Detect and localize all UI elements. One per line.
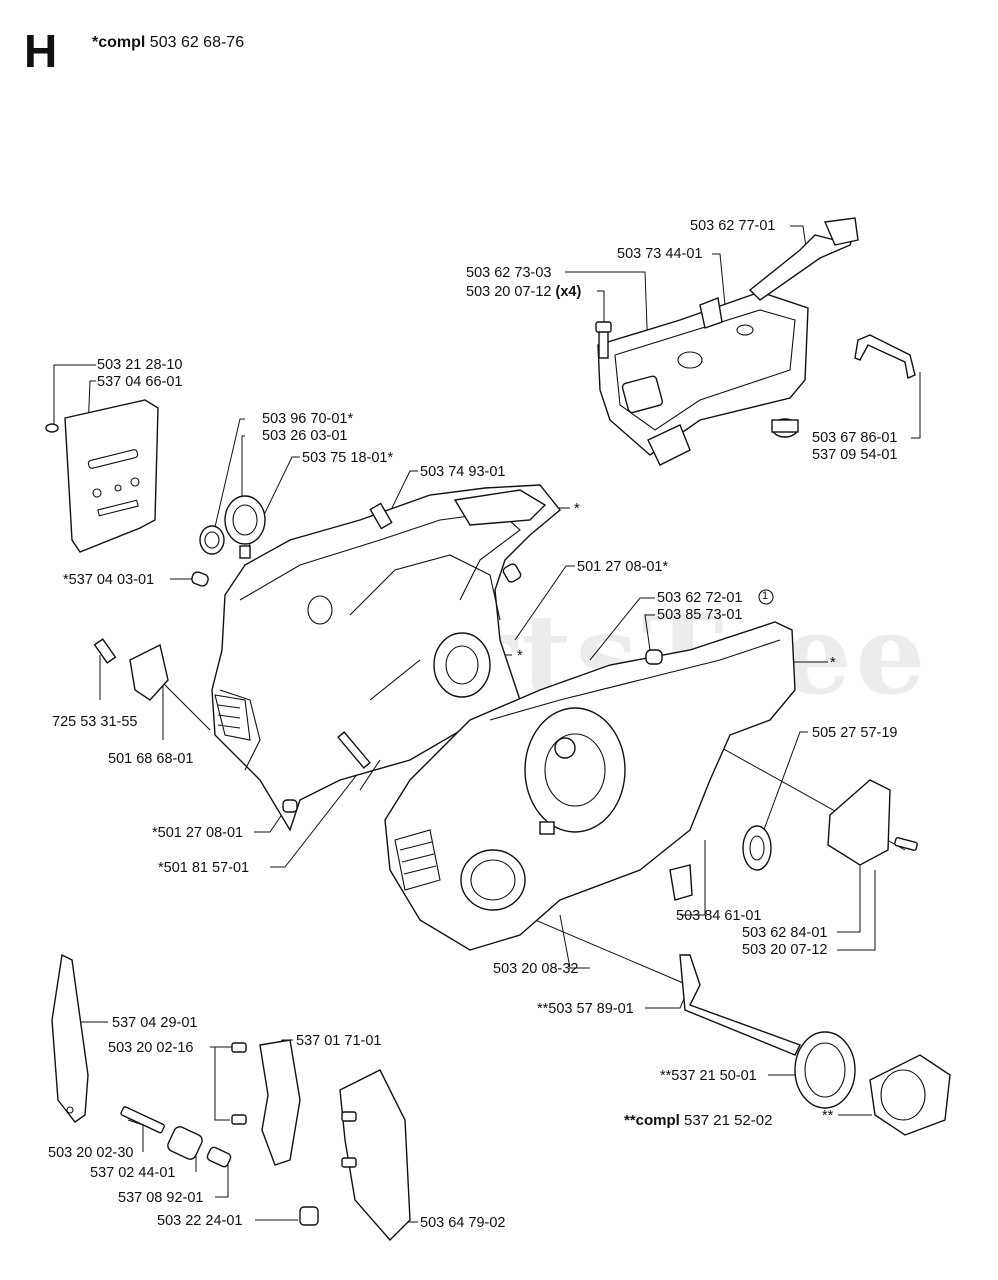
label-l33: **537 21 50-01: [660, 1068, 757, 1084]
circled-marker-digit: 1: [762, 590, 769, 602]
label-l16: 503 62 72-01: [657, 590, 743, 606]
leader-l15: [514, 565, 575, 641]
leader-l23: [254, 809, 286, 833]
label-l6: 537 04 66-01: [97, 374, 183, 390]
label-l20: 725 53 31-55: [52, 714, 138, 730]
label-l22: 505 27 57-19: [812, 725, 898, 741]
label-l19: *: [830, 655, 836, 671]
label-l34: **: [822, 1108, 834, 1124]
label-l35: 503 20 02-30: [48, 1145, 134, 1161]
bearing-group: [191, 495, 266, 587]
label-l11: *: [574, 501, 580, 517]
bottom-right-parts: [679, 954, 951, 1136]
label-l32: 537 01 71-01: [296, 1033, 382, 1049]
leader-l12: [911, 372, 921, 439]
section-letter: H: [24, 25, 58, 77]
label-l4: 503 20 07-12 (x4): [466, 285, 581, 300]
bottom-left-parts: [51, 953, 411, 1242]
label-l30: **503 57 89-01: [537, 1001, 634, 1017]
label-l1: 503 62 77-01: [690, 218, 776, 234]
label-l5: 503 21 28-10: [97, 357, 183, 373]
label-l21: 501 68 68-01: [108, 751, 194, 767]
label-l39: 503 64 79-02: [420, 1215, 506, 1231]
leader-l28: [559, 914, 590, 969]
label-l4-number: 503 20 07-12: [466, 284, 552, 300]
left-small-parts: [93, 638, 169, 701]
footer-compl: **compl 537 21 52-02: [624, 1113, 772, 1128]
label-l3: 503 62 73-03: [466, 265, 552, 281]
leader-l8: [241, 435, 245, 505]
label-l36: 537 02 44-01: [90, 1165, 176, 1181]
header-compl: *compl 503 62 68-76: [92, 34, 244, 52]
leader-l24: [270, 744, 381, 868]
leader-l5: [53, 364, 96, 428]
left-plate: [45, 399, 159, 553]
label-l10: 503 74 93-01: [420, 464, 506, 480]
leader-l22: [761, 731, 808, 836]
rear-cover-group: [742, 779, 918, 871]
right-crankcase: [359, 621, 796, 951]
label-l8: 503 26 03-01: [262, 428, 348, 444]
leader-l16: [589, 597, 655, 661]
label-l14: *537 04 03-01: [63, 572, 155, 588]
footer-compl-prefix: **compl: [624, 1112, 680, 1129]
leader-l31: [210, 1046, 230, 1121]
header-compl-number: 503 62 68-76: [149, 34, 245, 51]
label-l27: 503 20 07-12: [742, 942, 828, 958]
leader-l26: [837, 840, 861, 933]
leader-l17: [644, 614, 655, 651]
label-l28: 503 20 08-32: [493, 961, 579, 977]
label-l2: 503 73 44-01: [617, 246, 703, 262]
label-l4-qty: (x4): [555, 284, 582, 300]
label-l24: *501 81 57-01: [158, 860, 250, 876]
label-l29: 537 04 29-01: [112, 1015, 198, 1031]
leader-l10: [389, 470, 418, 513]
label-l12: 503 67 86-01: [812, 430, 898, 446]
label-l23: *501 27 08-01: [152, 825, 244, 841]
footer-compl-number: 537 21 52-02: [684, 1112, 773, 1129]
leader-l21: [162, 681, 211, 740]
label-l31: 503 20 02-16: [108, 1040, 194, 1056]
leader-l2: [712, 253, 726, 306]
label-l25: 503 84 61-01: [676, 908, 762, 924]
top-cover-assembly: [595, 217, 916, 466]
leader-l37: [215, 1165, 229, 1198]
label-l15: 501 27 08-01*: [577, 559, 669, 575]
circled-marker: [758, 589, 774, 605]
leader-l3: [565, 271, 649, 356]
left-crankcase: [211, 484, 561, 832]
label-l7: 503 96 70-01*: [262, 411, 354, 427]
label-l18: *: [517, 648, 523, 664]
label-l9: 503 75 18-01*: [302, 450, 394, 466]
leader-l7: [211, 418, 245, 541]
leader-l27: [837, 870, 876, 951]
label-l17: 503 85 73-01: [657, 607, 743, 623]
label-l13: 537 09 54-01: [812, 447, 898, 463]
leader-l4: [597, 290, 605, 330]
leader-l25: [680, 840, 706, 916]
header-compl-prefix: *compl: [92, 34, 146, 51]
label-l38: 503 22 24-01: [157, 1213, 243, 1229]
label-l26: 503 62 84-01: [742, 925, 828, 941]
label-l37: 537 08 92-01: [118, 1190, 204, 1206]
